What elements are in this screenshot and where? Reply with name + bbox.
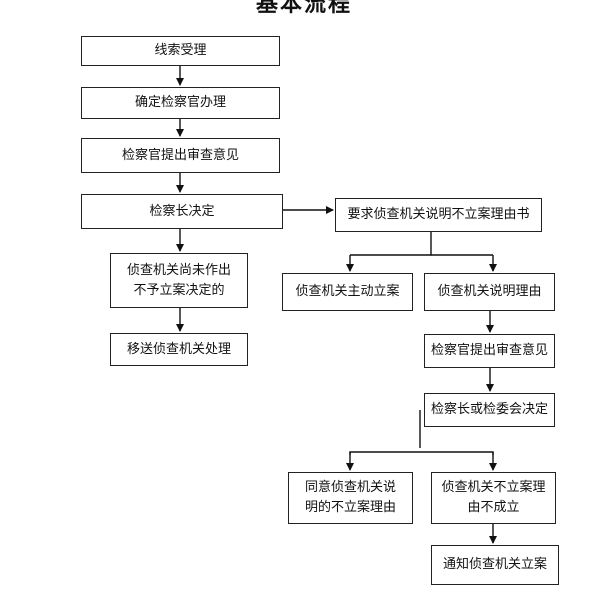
node-label: 侦查机关说明理由 <box>437 284 542 299</box>
connector-committee-split <box>349 451 494 455</box>
node-notify-case: 通知侦查机关立案 <box>431 545 559 585</box>
node-not-yet-decided: 侦查机关尚未作出 不予立案决定的 <box>110 253 248 308</box>
node-label: 侦查机关主动立案 <box>295 284 400 299</box>
node-chief-decision: 检察长决定 <box>81 194 283 229</box>
node-chief-or-committee: 检察长或检委会决定 <box>424 393 555 427</box>
node-label: 检察长或检委会决定 <box>430 402 548 417</box>
connector-require-split <box>350 232 432 256</box>
node-explain-reason: 侦查机关说明理由 <box>424 273 555 311</box>
node-proactive-case: 侦查机关主动立案 <box>282 273 413 311</box>
node-label: 侦查机关不立案理 由不成立 <box>441 480 546 515</box>
node-prosecutor-opinion: 检察官提出审查意见 <box>81 138 280 173</box>
node-reason-invalid: 侦查机关不立案理 由不成立 <box>431 472 556 524</box>
node-label: 要求侦查机关说明不立案理由书 <box>347 207 530 222</box>
node-assign-prosecutor: 确定检察官办理 <box>81 87 280 119</box>
node-label: 检察官提出审查意见 <box>430 343 548 358</box>
node-require-explanation: 要求侦查机关说明不立案理由书 <box>335 198 542 232</box>
node-label: 移送侦查机关处理 <box>126 341 231 357</box>
node-label: 确定检察官办理 <box>134 95 226 110</box>
node-label: 通知侦查机关立案 <box>442 557 547 572</box>
node-label: 线索受理 <box>154 43 207 58</box>
node-transfer: 移送侦查机关处理 <box>110 333 248 366</box>
node-agree-reason: 同意侦查机关说 明的不立案理由 <box>288 472 413 524</box>
node-clue-acceptance: 线索受理 <box>81 36 280 66</box>
node-label: 检察长决定 <box>149 203 215 219</box>
node-prosecutor-opinion-2: 检察官提出审查意见 <box>424 334 555 368</box>
node-label: 检察官提出审查意见 <box>121 147 239 163</box>
node-label: 侦查机关尚未作出 不予立案决定的 <box>126 262 231 298</box>
page-title: 基本流程 <box>255 0 352 17</box>
node-label: 同意侦查机关说 明的不立案理由 <box>304 480 396 515</box>
